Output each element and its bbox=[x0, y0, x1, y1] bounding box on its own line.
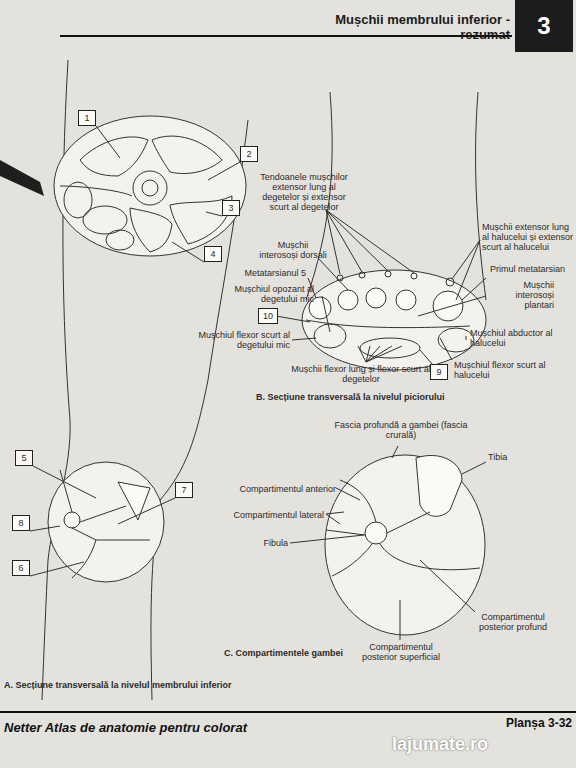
watermark: lajumate.ro bbox=[392, 734, 512, 754]
callout-number: 1 bbox=[84, 113, 89, 123]
callout-number: 5 bbox=[21, 453, 26, 463]
page-title: Mușchii membrului inferior - rezumat bbox=[300, 12, 510, 42]
callout-box: 6 bbox=[12, 560, 30, 576]
callout-box: 5 bbox=[15, 450, 33, 466]
callout-box: 4 bbox=[204, 246, 222, 262]
part-label: Compartimentul anterior bbox=[212, 484, 336, 494]
callout-number: 3 bbox=[228, 203, 233, 213]
part-label: Mușchiul flexor scurt al halucelui bbox=[454, 360, 554, 380]
part-label: Tendoanele mușchilor extensor lung al de… bbox=[256, 172, 352, 212]
callout-box: 9 bbox=[430, 364, 448, 380]
part-label: Tibia bbox=[488, 452, 548, 462]
callout-number: 10 bbox=[263, 311, 273, 321]
figure-caption: B. Secțiune transversală la nivelul pici… bbox=[256, 392, 476, 402]
callout-box: 8 bbox=[12, 515, 30, 531]
figure-caption: A. Secțiune transversală la nivelul memb… bbox=[4, 680, 304, 690]
part-label: Mușchii flexor lung și flexor scurt al d… bbox=[286, 364, 436, 384]
callout-number: 4 bbox=[210, 249, 215, 259]
callout-box: 3 bbox=[222, 200, 240, 216]
part-label: Compartimentul posterior superficial bbox=[358, 642, 444, 662]
part-label: Compartimentul lateral bbox=[212, 510, 324, 520]
part-label: Primul metatarsian bbox=[490, 264, 574, 274]
callout-number: 8 bbox=[18, 518, 23, 528]
part-label: Mușchiul flexor scurt al degetului mic bbox=[190, 330, 290, 350]
plate-number: Planșa 3-32 bbox=[486, 716, 572, 730]
part-label: Compartimentul posterior profund bbox=[468, 612, 558, 632]
part-label: Mușchii interosoși plantari bbox=[484, 280, 554, 310]
callout-number: 2 bbox=[246, 149, 251, 159]
book-title: Netter Atlas de anatomie pentru colorat bbox=[4, 720, 304, 735]
chapter-badge: 3 bbox=[515, 0, 573, 52]
part-label: Fibula bbox=[252, 538, 288, 548]
part-label: Mușchii extensor lung al halucelui și ex… bbox=[482, 222, 574, 252]
callout-box: 2 bbox=[240, 146, 258, 162]
part-label: Fascia profundă a gambei (fascia crurală… bbox=[326, 420, 476, 440]
callout-box: 7 bbox=[175, 482, 193, 498]
callout-box: 10 bbox=[258, 308, 278, 324]
part-label: Mușchiul abductor al halucelui bbox=[470, 328, 562, 348]
callout-box: 1 bbox=[78, 110, 96, 126]
chapter-number: 3 bbox=[537, 13, 550, 39]
part-label: Metatarsianul 5 bbox=[232, 268, 306, 278]
callout-number: 9 bbox=[436, 367, 441, 377]
figure-caption: C. Compartimentele gambei bbox=[224, 648, 354, 658]
part-label: Mușchiul opozant al degetului mic bbox=[218, 284, 314, 304]
callout-number: 7 bbox=[181, 485, 186, 495]
part-label: Mușchii interosoși dorsali bbox=[258, 240, 328, 260]
callout-number: 6 bbox=[18, 563, 23, 573]
